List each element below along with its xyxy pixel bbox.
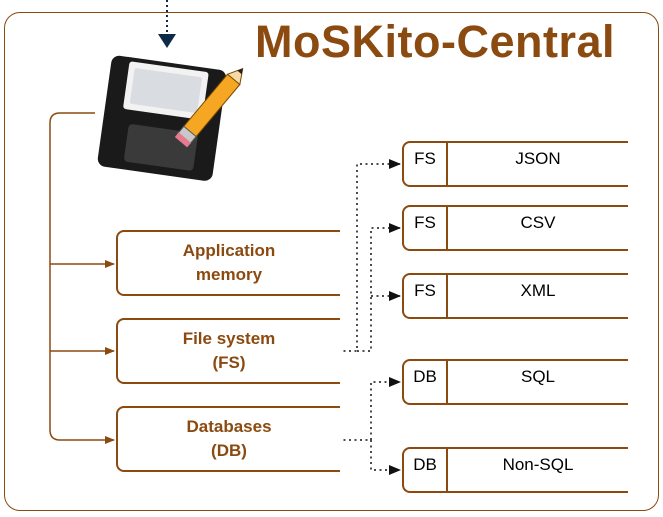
storage-label: Databases (DB) (186, 417, 272, 460)
format-name: CSV (520, 213, 556, 232)
format-sql: DB SQL (402, 359, 628, 405)
format-csv: FS CSV (402, 205, 628, 251)
storage-file-system: File system (FS) (116, 318, 340, 384)
format-kind: DB (404, 361, 448, 403)
incoming-arrow (158, 0, 176, 48)
storage-label: Application memory (182, 241, 276, 284)
format-name: SQL (520, 367, 556, 386)
format-kind: FS (404, 207, 448, 249)
diagram-title: MoSKito-Central (255, 16, 615, 67)
fs-links (338, 159, 401, 352)
format-name: Non-SQL (502, 455, 574, 474)
format-xml: FS XML (402, 273, 628, 319)
format-kind: FS (404, 275, 448, 317)
storage-application-memory: Application memory (116, 230, 340, 296)
storage-databases: Databases (DB) (116, 406, 340, 472)
format-kind: DB (404, 449, 448, 491)
storage-tree (49, 112, 115, 444)
format-json: FS JSON (402, 141, 628, 187)
format-non-sql: DB Non-SQL (402, 447, 628, 493)
floppy-disk-edit-icon (97, 55, 244, 181)
format-kind: FS (404, 143, 448, 185)
format-name: XML (520, 281, 556, 300)
format-name: JSON (515, 149, 561, 168)
diagram-frame (4, 12, 659, 511)
db-links (338, 377, 401, 475)
storage-label: File system (FS) (182, 329, 276, 372)
